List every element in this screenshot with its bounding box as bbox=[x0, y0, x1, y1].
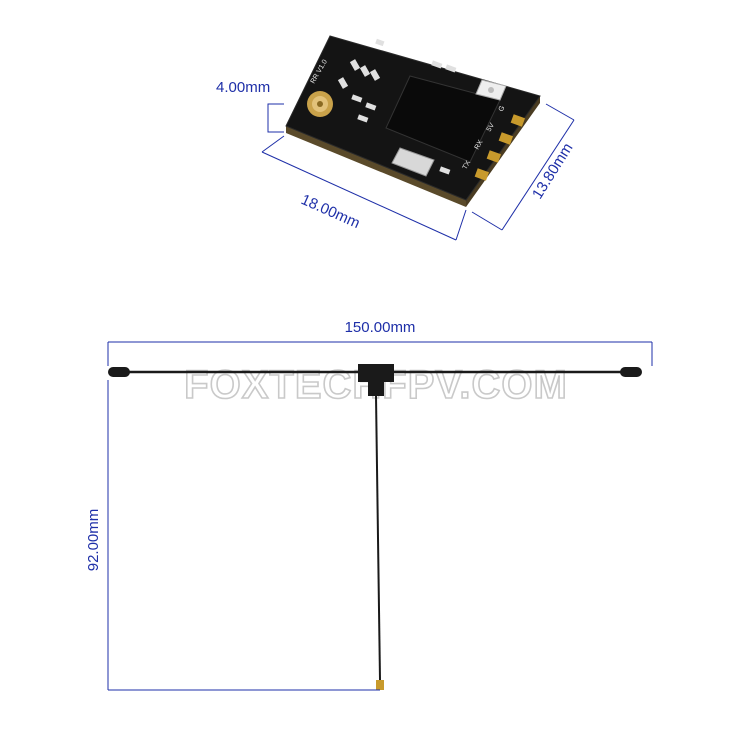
length-dimension bbox=[261, 135, 467, 241]
pin-label-tx: TX bbox=[462, 159, 473, 171]
ipex-plug bbox=[376, 680, 384, 690]
length-label: 18.00mm bbox=[298, 191, 362, 232]
width-dimension bbox=[471, 103, 575, 231]
t-junction bbox=[358, 364, 394, 396]
coax-cable bbox=[375, 395, 381, 681]
span-label: 150.00mm bbox=[345, 319, 416, 336]
main-chip bbox=[385, 75, 501, 163]
passive-components bbox=[337, 38, 457, 175]
bind-button bbox=[475, 79, 507, 101]
solder-pads bbox=[474, 114, 526, 181]
pin-label-g: G bbox=[498, 105, 507, 113]
crystal bbox=[391, 147, 435, 177]
thickness-label: 4.00mm bbox=[216, 79, 270, 96]
pad-rx bbox=[486, 150, 502, 163]
pcb-edge bbox=[286, 126, 466, 207]
pin-label-5v: 5V bbox=[486, 122, 497, 133]
antenna bbox=[108, 364, 642, 690]
thickness-dimension bbox=[267, 103, 284, 133]
dipole-tip-left bbox=[108, 367, 130, 377]
dipole-tip-right bbox=[620, 367, 642, 377]
cable-label: 92.00mm bbox=[85, 509, 102, 572]
receiver-board: RR V1.0 G 5V RX TX bbox=[285, 35, 541, 207]
pin-label-rx: RX bbox=[474, 139, 485, 151]
pad-g bbox=[510, 114, 526, 127]
span-dimension bbox=[107, 341, 653, 366]
cable-dimension bbox=[107, 380, 380, 691]
ipex-connector bbox=[307, 91, 333, 117]
pad-tx bbox=[474, 168, 490, 181]
width-label: 13.80mm bbox=[529, 140, 577, 202]
pad-5v bbox=[498, 132, 514, 145]
